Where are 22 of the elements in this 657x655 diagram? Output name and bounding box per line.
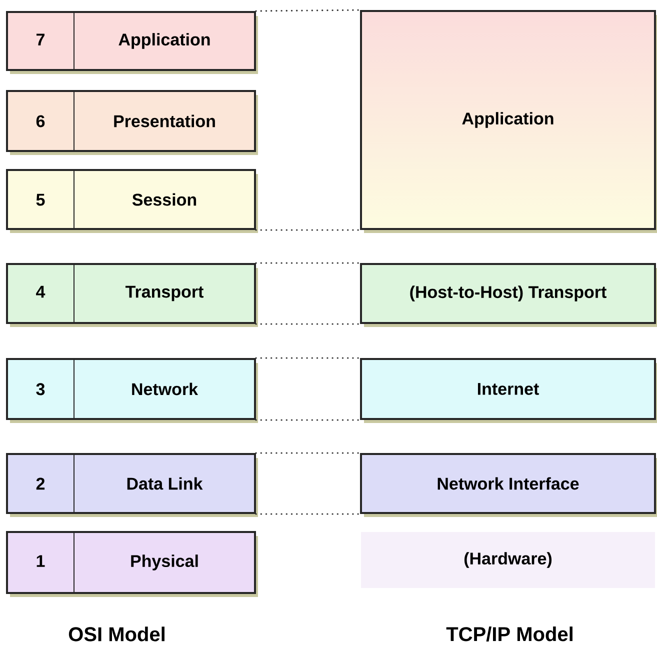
layer-box: 2 Data Link — [6, 453, 258, 517]
dotted-connector — [255, 323, 361, 325]
model-caption: OSI Model — [68, 626, 164, 642]
dotted-connector — [255, 452, 361, 454]
layer-box: 5 Session — [6, 169, 258, 233]
layer-box: 1 Physical — [6, 531, 258, 597]
layer-box: Network Interface — [360, 453, 657, 517]
dotted-connector — [255, 513, 361, 515]
dotted-connector — [255, 262, 361, 264]
dotted-connector — [255, 229, 361, 231]
layer-box: Application — [360, 10, 657, 233]
model-caption: TCP/IP Model — [446, 626, 572, 642]
layer-box: 3 Network — [6, 358, 258, 423]
layer-band: (Hardware) — [361, 532, 655, 588]
layer-box: Internet — [360, 358, 657, 423]
layer-box: (Host-to-Host) Transport — [360, 263, 657, 327]
dotted-connector — [255, 9, 361, 12]
layer-box: 4 Transport — [6, 263, 258, 327]
dotted-connector — [255, 357, 361, 359]
dotted-connector — [255, 419, 361, 421]
layer-box: 6 Presentation — [6, 90, 258, 155]
layer-box: 7 Application — [6, 11, 258, 74]
